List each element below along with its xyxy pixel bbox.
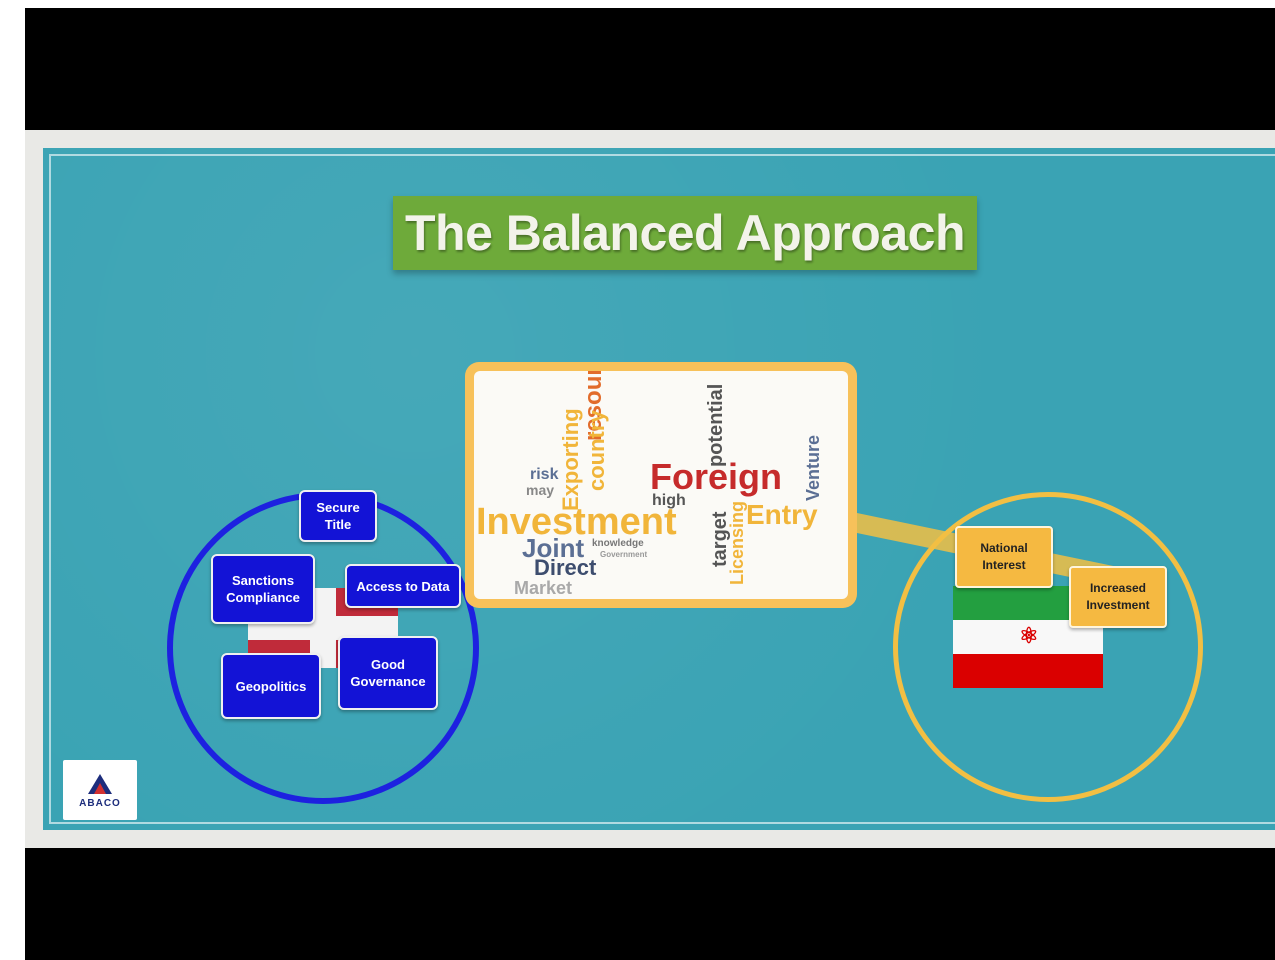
wc-word-knowledge: knowledge [592, 538, 644, 549]
sanctions-compliance-box: Sanctions Compliance [211, 554, 315, 624]
wc-word-may: may [526, 482, 555, 498]
secure-title-box: Secure Title [299, 490, 377, 542]
slide-board: The Balanced Approach Secure Title Sanct… [43, 148, 1275, 830]
wc-word-government: Government [600, 550, 648, 559]
iran-flag-image: ⚛ [953, 578, 1103, 688]
box-label: Geopolitics [235, 678, 307, 694]
wc-word-potential: potential [705, 383, 727, 467]
box-label: Access to Data [356, 578, 450, 594]
box-label: Good Governance [350, 657, 426, 689]
iran-circle [893, 492, 1203, 802]
flag-band-red [953, 654, 1103, 688]
wc-word-venture: Venture [803, 434, 823, 501]
wc-word-investment: Investment [476, 501, 677, 543]
word-cloud-canvas: Foreign Investment Joint Direct Market E… [474, 371, 848, 599]
wc-word-foreign: Foreign [650, 456, 782, 497]
slide: The Balanced Approach Secure Title Sanct… [25, 130, 1275, 848]
wc-word-market: Market [514, 578, 573, 598]
box-label: Increased Investment [1086, 581, 1150, 612]
wc-word-risk: risk [530, 466, 559, 483]
wc-word-licensing: Licensing [727, 500, 747, 585]
box-label: National Interest [980, 541, 1028, 572]
wc-word-high: high [652, 492, 686, 509]
wc-word-joint: Joint [522, 533, 585, 563]
wc-word-country: country [584, 410, 609, 491]
word-cloud-image: Foreign Investment Joint Direct Market E… [465, 362, 857, 608]
national-interest-box: National Interest [955, 526, 1053, 588]
video-frame: The Balanced Approach Secure Title Sanct… [25, 8, 1275, 960]
abaco-logo: ABACO [63, 760, 137, 820]
wc-word-exporting: Exporting [558, 408, 583, 511]
geopolitics-box: Geopolitics [221, 653, 321, 719]
flag-emblem-icon: ⚛ [1019, 623, 1039, 648]
access-to-data-box: Access to Data [345, 564, 461, 608]
abaco-logo-icon [88, 773, 112, 794]
box-label: Secure Title [316, 500, 360, 532]
wc-word-entry: Entry [746, 499, 818, 530]
box-label: Sanctions Compliance [226, 573, 300, 605]
slide-title: The Balanced Approach [393, 196, 977, 270]
increased-investment-box: Increased Investment [1069, 566, 1167, 628]
good-governance-box: Good Governance [338, 636, 438, 710]
logo-text: ABACO [79, 797, 121, 809]
wc-word-direct: Direct [534, 555, 597, 580]
